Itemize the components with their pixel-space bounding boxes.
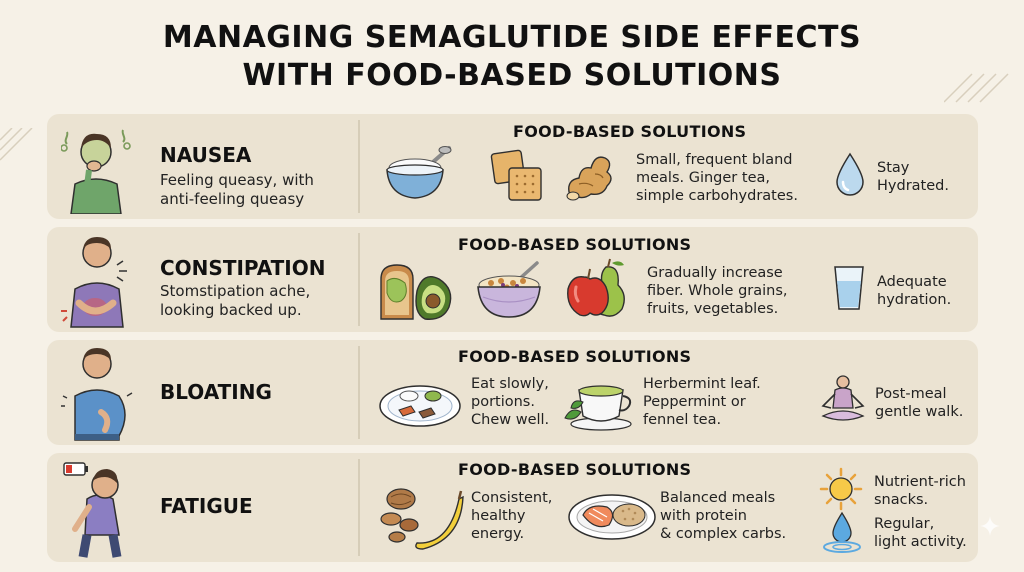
row-divider bbox=[358, 346, 360, 439]
cereal-bowl-icon bbox=[477, 261, 541, 318]
person-tired-icon bbox=[72, 469, 122, 558]
solution-b-text-line-1: Balanced meals bbox=[660, 490, 776, 506]
tip-line-2: snacks. bbox=[874, 492, 929, 508]
nuts-banana-icon bbox=[380, 488, 464, 550]
row-constipation: CONSTIPATION Stomstipation ache, looking… bbox=[47, 227, 978, 332]
sparkle-icon bbox=[980, 516, 1000, 536]
water-glass-icon bbox=[834, 266, 864, 310]
solutions-heading: FOOD-BASED SOLUTIONS bbox=[458, 347, 692, 366]
row-divider bbox=[358, 233, 360, 326]
solution-text-line-3: simple carbohydrates. bbox=[636, 188, 798, 204]
meditation-icon bbox=[821, 375, 865, 421]
symptom-title: FATIGUE bbox=[160, 494, 253, 518]
solution-a-text-line-3: Chew well. bbox=[471, 412, 550, 428]
tip-line-1: Stay bbox=[877, 160, 910, 176]
solution-text-line-1: Small, frequent bland bbox=[636, 152, 793, 168]
symptom-description-line-2: looking backed up. bbox=[160, 301, 302, 319]
tip-line-1: Post-meal bbox=[875, 386, 947, 402]
solution-text-line-2: meals. Ginger tea, bbox=[636, 170, 770, 186]
symptom-description-line-2: anti-feeling queasy bbox=[160, 190, 305, 208]
solution-a-text-line-1: Consistent, bbox=[471, 490, 553, 506]
solution-a-text-line-1: Eat slowly, bbox=[471, 376, 549, 392]
solution-a-text-line-3: energy. bbox=[471, 526, 525, 542]
decorative-hatch-right bbox=[944, 73, 1009, 103]
solution-a-text-line-2: healthy bbox=[471, 508, 526, 524]
symptom-description-line-1: Stomstipation ache, bbox=[160, 282, 311, 300]
solution-text-line-1: Gradually increase bbox=[647, 265, 783, 281]
crackers-icon bbox=[490, 149, 542, 201]
decorative-hatch-left bbox=[0, 128, 33, 161]
tip-line-2: gentle walk. bbox=[875, 404, 964, 420]
small-plate-icon bbox=[379, 385, 461, 427]
water-drop-splash-icon bbox=[823, 511, 861, 553]
sun-icon bbox=[819, 467, 863, 511]
person-nausea-icon bbox=[61, 129, 131, 214]
apple-pear-icon bbox=[567, 258, 625, 317]
symptom-title: CONSTIPATION bbox=[160, 256, 326, 280]
tip-line-2: Hydrated. bbox=[877, 178, 949, 194]
page-title-line-2: WITH FOOD-BASED SOLUTIONS bbox=[242, 58, 782, 93]
row-nausea: NAUSEA Feeling queasy, with anti-feeling… bbox=[47, 114, 978, 219]
solutions-heading: FOOD-BASED SOLUTIONS bbox=[513, 122, 747, 141]
solutions-heading: FOOD-BASED SOLUTIONS bbox=[458, 235, 692, 254]
salmon-plate-icon bbox=[568, 494, 656, 540]
peppermint-tea-icon bbox=[564, 385, 632, 431]
symptom-description-line-1: Feeling queasy, with bbox=[160, 171, 314, 189]
tip2-line-2: light activity. bbox=[874, 534, 967, 550]
solution-text-line-2: fiber. Whole grains, bbox=[647, 283, 788, 299]
tip-line-1: Nutrient-rich bbox=[874, 474, 966, 490]
tip-line-2: hydration. bbox=[877, 292, 952, 308]
solutions-heading: FOOD-BASED SOLUTIONS bbox=[458, 460, 692, 479]
solution-b-text-line-1: Herbermint leaf. bbox=[643, 376, 761, 392]
solution-a-text-line-2: portions. bbox=[471, 394, 535, 410]
row-divider bbox=[358, 120, 360, 213]
solution-b-text-line-2: Peppermint or bbox=[643, 394, 746, 410]
tip-line-1: Adequate bbox=[877, 274, 947, 290]
row-divider bbox=[358, 459, 360, 556]
solution-b-text-line-3: & complex carbs. bbox=[660, 526, 787, 542]
person-stomach-ache-icon bbox=[61, 237, 127, 328]
low-battery-icon bbox=[63, 462, 88, 476]
ginger-root-icon bbox=[566, 156, 612, 201]
solution-text-line-3: fruits, vegetables. bbox=[647, 301, 779, 317]
page-title-line-1: MANAGING SEMAGLUTIDE SIDE EFFECTS bbox=[162, 20, 862, 55]
water-drop-icon bbox=[836, 152, 864, 196]
row-bloating: BLOATING FOOD-BASED SOLUTIONS Eat slowly… bbox=[47, 340, 978, 445]
person-bloated-icon bbox=[61, 348, 133, 441]
row-fatigue: FATIGUE FOOD-BASED SOLUTIONS Consistent,… bbox=[47, 453, 978, 562]
symptom-title: NAUSEA bbox=[160, 143, 252, 167]
solution-b-text-line-2: with protein bbox=[660, 508, 747, 524]
solution-b-text-line-3: fennel tea. bbox=[643, 412, 722, 428]
symptom-title: BLOATING bbox=[160, 380, 272, 404]
tip2-line-1: Regular, bbox=[874, 516, 935, 532]
rice-bowl-icon bbox=[386, 146, 452, 199]
avocado-toast-icon bbox=[380, 264, 452, 320]
